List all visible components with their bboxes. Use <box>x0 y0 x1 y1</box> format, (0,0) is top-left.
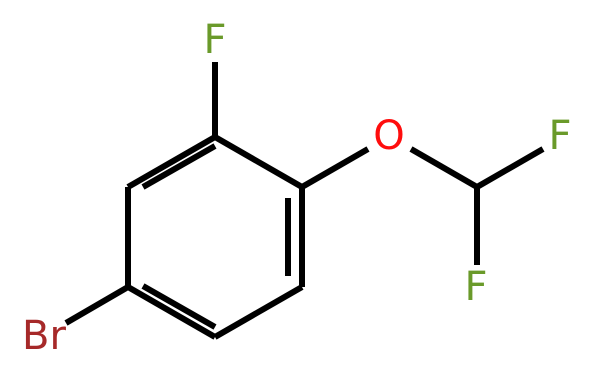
bond-c2-oxygen <box>300 146 370 190</box>
atom-oxygen: O <box>373 113 404 159</box>
bond-c3-c4 <box>213 284 304 340</box>
bond-c1-c2 <box>213 134 304 190</box>
ring-inner-double-bonds <box>141 143 291 330</box>
atom-fluorine-top-right: F <box>548 113 571 159</box>
inner-bond-c6-c1 <box>141 143 217 190</box>
bond-ch-fluorine-top <box>475 146 545 190</box>
bond-c6-c1 <box>126 134 217 190</box>
atom-bromine: Br <box>22 313 66 359</box>
atom-fluorine-bottom: F <box>464 264 487 310</box>
bond-c5-bromine <box>64 284 130 326</box>
bond-c4-c5 <box>126 284 217 340</box>
atom-labels: F O F F Br <box>22 17 571 359</box>
bond-oxygen-ch <box>409 146 479 190</box>
substituent-bonds <box>64 62 545 326</box>
inner-bond-c4-c5 <box>141 283 217 330</box>
atom-fluorine-ring: F <box>203 17 226 63</box>
ring-bonds <box>125 134 305 340</box>
